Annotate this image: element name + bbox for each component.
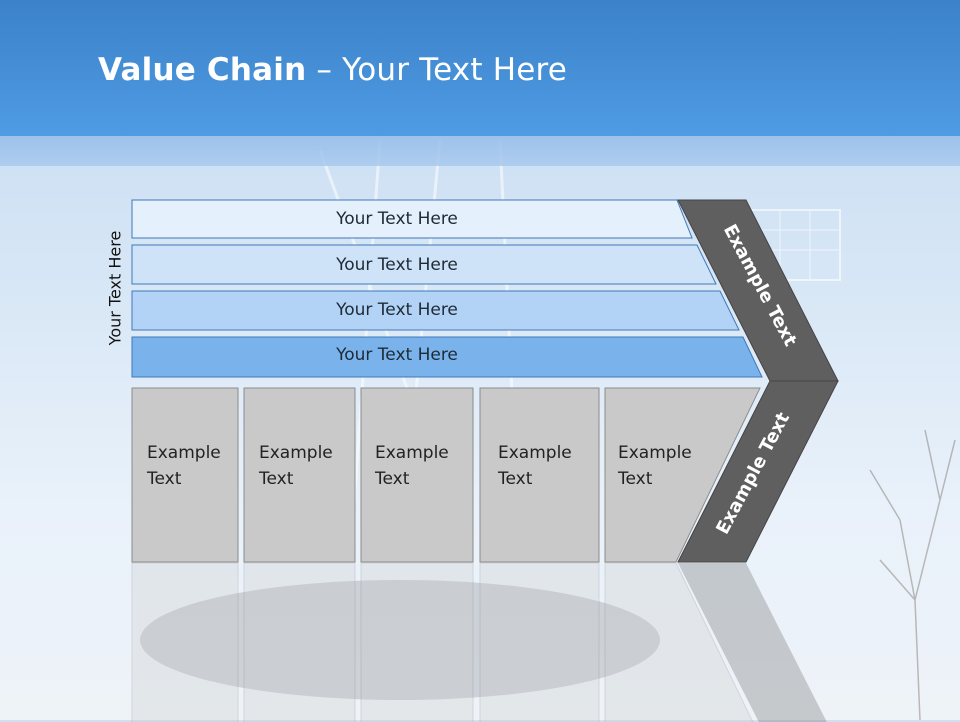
support-row-4-label: Your Text Here <box>336 345 458 365</box>
cell-2-line-1: Example <box>259 443 333 463</box>
reflection-shapes <box>131 562 838 722</box>
cell-3-line-2: Text <box>375 469 410 489</box>
cell-1-line-2: Text <box>147 469 182 489</box>
title-rest: – Your Text Here <box>306 52 568 88</box>
cell-5-line-1: Example <box>618 443 692 463</box>
support-row-3-label: Your Text Here <box>336 300 458 320</box>
title-bold: Value Chain <box>98 52 307 88</box>
support-row-1-label: Your Text Here <box>336 209 458 229</box>
support-row-4-shape <box>131 336 763 378</box>
cell-4-line-1: Example <box>498 443 572 463</box>
support-row-2-shape <box>131 244 717 285</box>
primary-cell-2-shape <box>243 387 356 563</box>
support-row-2-label: Your Text Here <box>336 255 458 275</box>
support-row-4: Your Text Here <box>132 336 692 374</box>
cell-1-line-1: Example <box>147 443 221 463</box>
cell-2-line-2: Text <box>259 469 294 489</box>
support-row-1: Your Text Here <box>132 200 692 238</box>
diagram-reflection <box>0 562 960 722</box>
support-row-2: Your Text Here <box>132 246 692 284</box>
cell-3-line-1: Example <box>375 443 449 463</box>
primary-cell-5-shape <box>604 387 761 563</box>
title-bar <box>0 0 960 136</box>
primary-cell-4-shape <box>479 387 600 563</box>
cell-5-line-2: Text <box>618 469 653 489</box>
cell-4-line-2: Text <box>498 469 533 489</box>
slide-title: Value Chain – Your Text Here <box>98 52 567 88</box>
chevron-lower-shape <box>677 380 839 563</box>
primary-cell-1-shape <box>131 387 239 563</box>
support-row-1-shape <box>131 199 693 239</box>
support-row-3-shape <box>131 290 740 331</box>
title-band <box>0 136 960 166</box>
support-row-3: Your Text Here <box>132 291 692 329</box>
primary-cell-3-shape <box>360 387 474 563</box>
